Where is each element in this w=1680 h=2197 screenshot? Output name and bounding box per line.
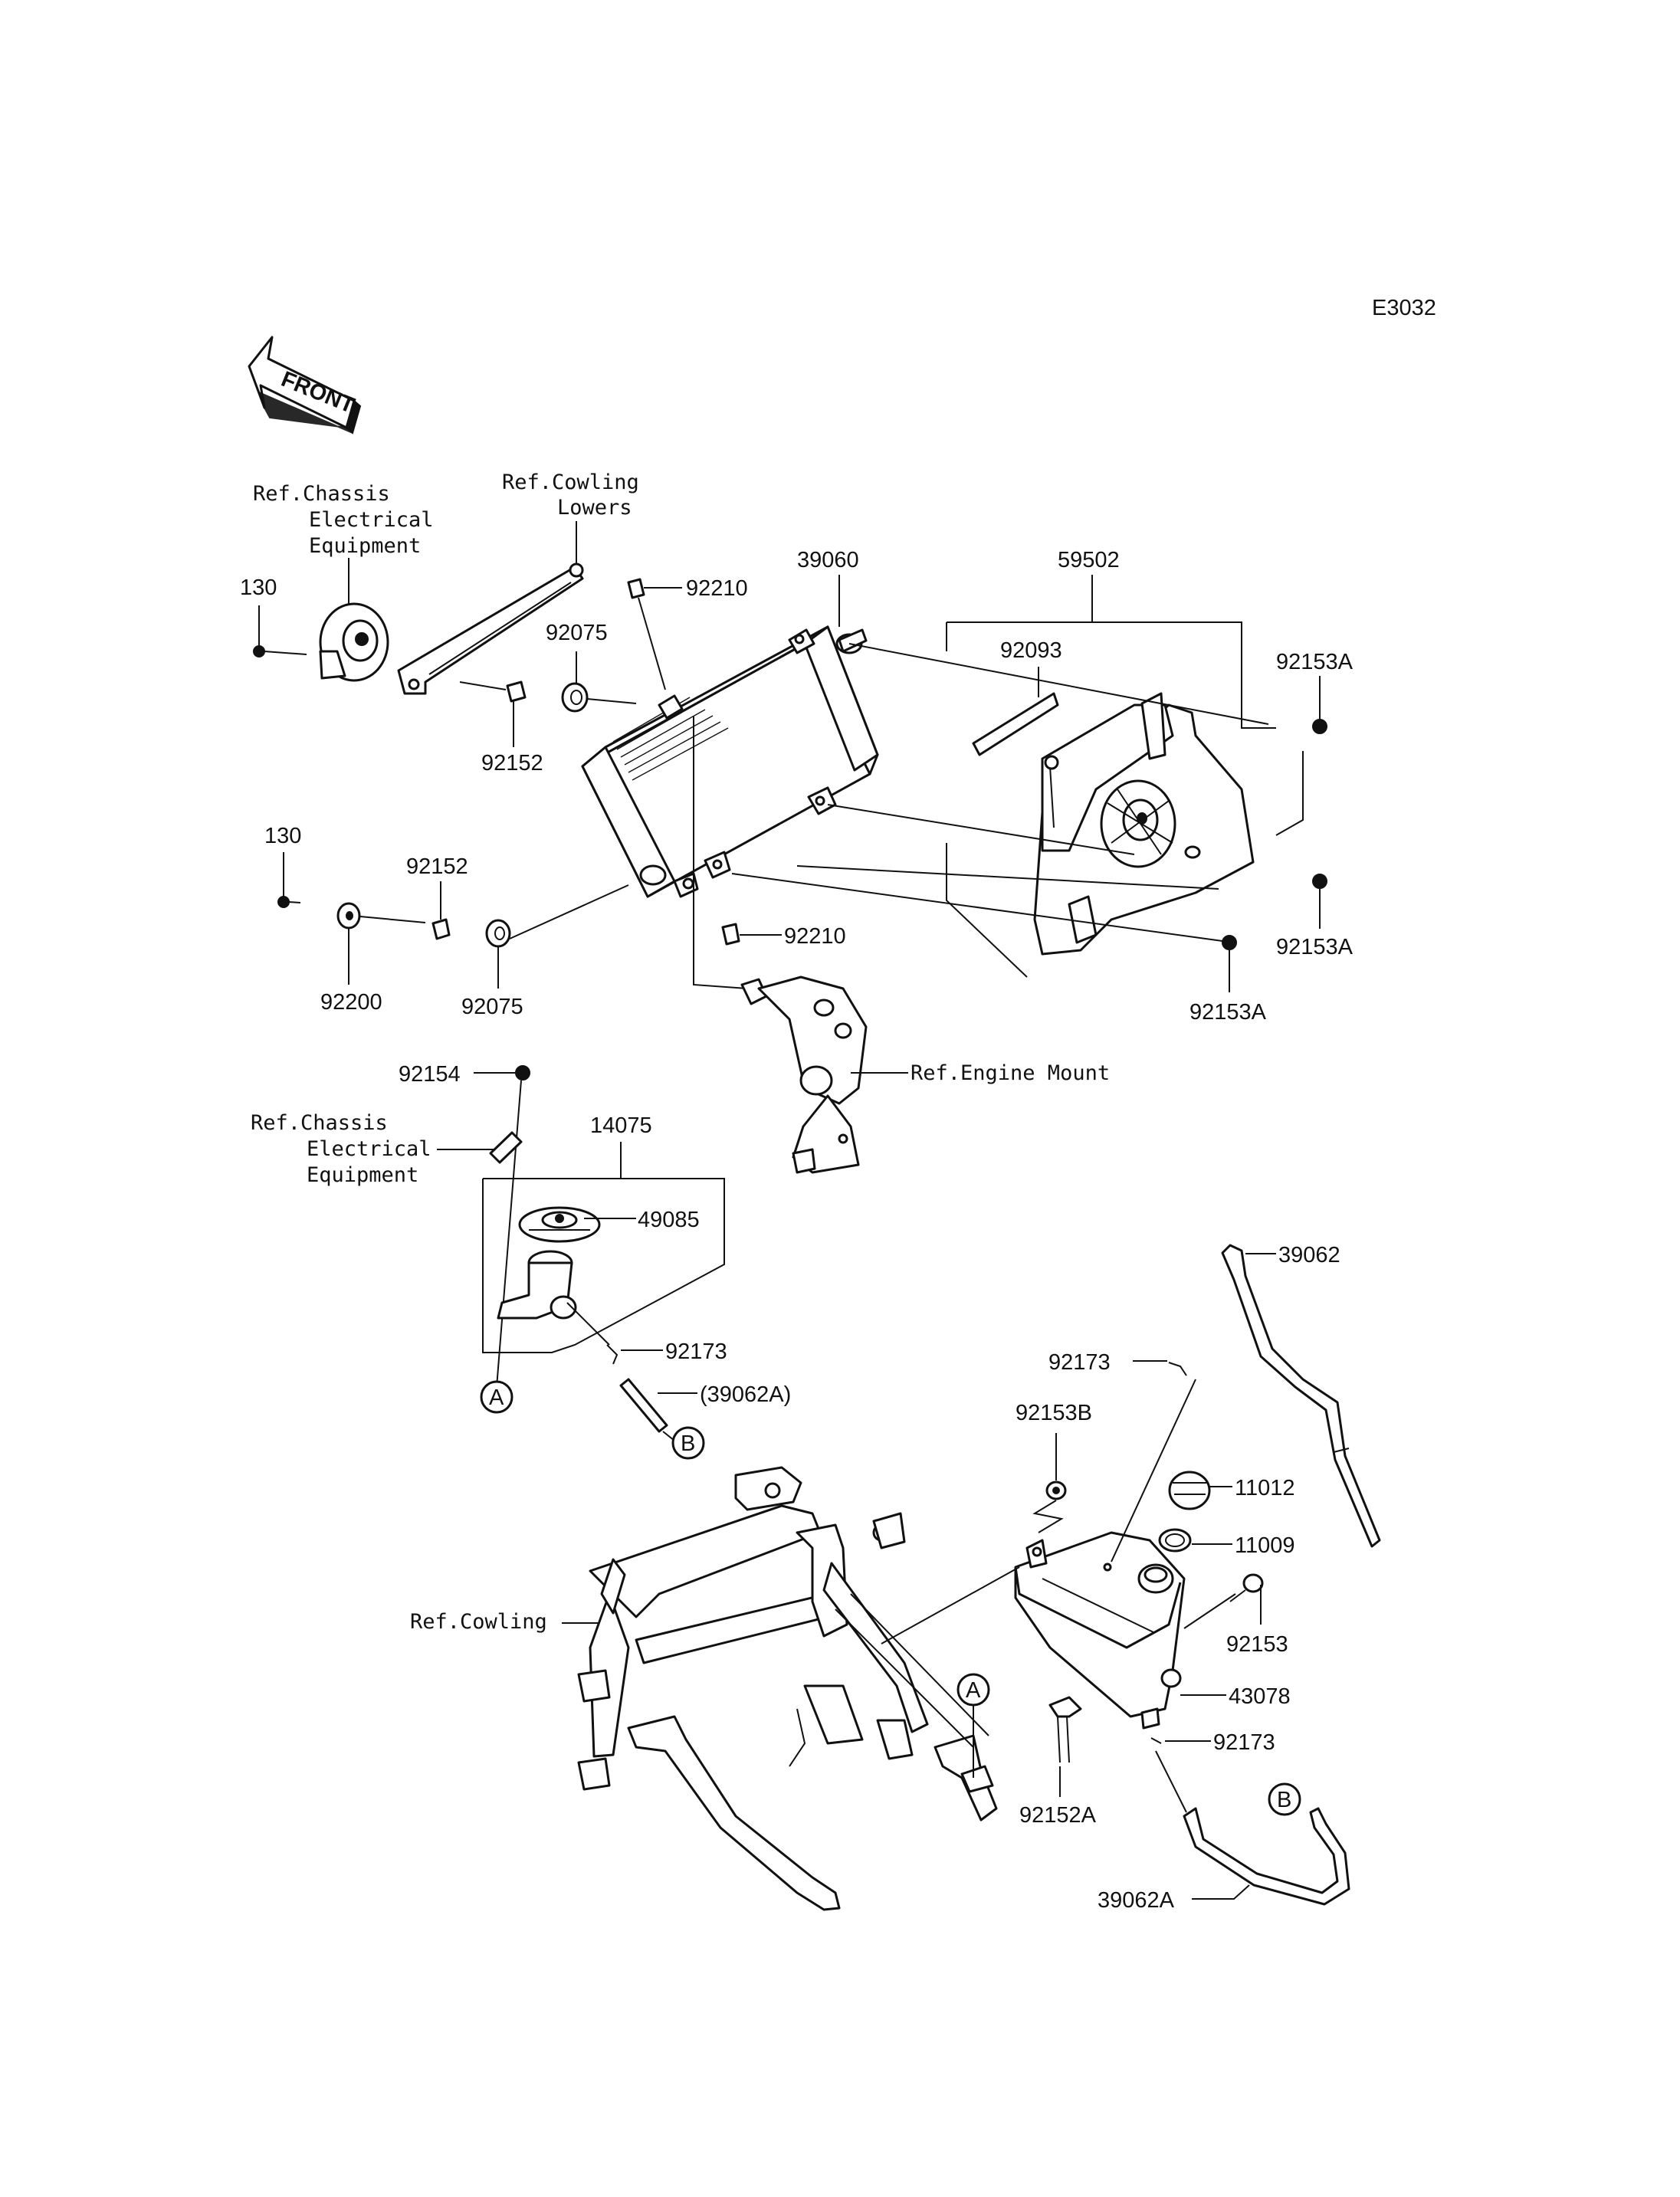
engine-mount-bracket (693, 716, 908, 1174)
ref-cowling: Ref.Cowling (410, 1610, 547, 1634)
svg-text:B: B (1277, 1788, 1291, 1812)
hose-39062 (1221, 1244, 1381, 1548)
bolt-92153B (1045, 1433, 1067, 1500)
cowling-stay (397, 562, 584, 695)
part-92154: 92154 (399, 1062, 461, 1087)
fan-shroud (1033, 692, 1255, 956)
part-92153A-1: 92153A (1276, 650, 1354, 674)
svg-text:A: A (966, 1678, 981, 1703)
front-arrow-icon: FRONT (248, 336, 362, 434)
filler-neck (497, 1250, 610, 1346)
clamp-92173-3 (1150, 1737, 1211, 1813)
part-92173-2: 92173 (1048, 1350, 1111, 1375)
part-11012: 11012 (1235, 1476, 1295, 1500)
connector-a-left: A (480, 1380, 514, 1414)
clip-nut-92210-top (627, 578, 682, 690)
part-92075-top: 92075 (546, 621, 608, 645)
ref-engine-mount: Ref.Engine Mount (911, 1061, 1110, 1085)
diagram-code: E3032 (1372, 296, 1436, 320)
washer-92200 (336, 902, 426, 985)
collar-92152-top (459, 680, 527, 747)
part-92152A: 92152A (1019, 1803, 1097, 1828)
ref-chassis-top-line1: Ref.Chassis (253, 482, 390, 506)
part-92075-bot: 92075 (461, 995, 523, 1019)
bolt-130-top (253, 605, 307, 657)
part-130-mid: 130 (264, 824, 301, 848)
grommet-92075-top (561, 651, 637, 713)
ref-cowling-lowers-line2: Lowers (557, 496, 632, 520)
horn (319, 602, 389, 682)
stay-92093 (972, 667, 1059, 756)
ref-chassis-electrical-top: Ref.Chassis Electrical Equipment (253, 482, 434, 644)
ref-chassis-electrical-mid: Ref.Chassis Electrical Equipment (251, 1111, 523, 1187)
part-92153A-3: 92153A (1189, 1000, 1267, 1025)
ref-cowling-lowers: Ref.Cowling Lowers (502, 471, 639, 567)
connector-b-left: B (671, 1426, 705, 1460)
reserve-tank-43078 (1014, 1531, 1226, 1730)
radiator-cap-49085 (518, 1206, 636, 1243)
bolt-92153A-2 (1312, 874, 1327, 929)
part-11009: 11009 (1235, 1533, 1295, 1558)
collar-92152A (1048, 1696, 1082, 1797)
filler-neck-bracket (482, 1142, 725, 1353)
cowling-subframe (577, 1466, 998, 1911)
part-92152-mid: 92152 (406, 854, 468, 879)
ref-chassis-mid-line3: Equipment (307, 1163, 418, 1187)
part-39060: 39060 (797, 548, 859, 572)
clamp-92173-1 (606, 1344, 663, 1365)
part-92210-bot: 92210 (784, 924, 846, 949)
part-92153: 92153 (1226, 1632, 1288, 1657)
part-130-top: 130 (240, 575, 277, 600)
part-39062: 39062 (1278, 1243, 1340, 1267)
bolt-92154 (474, 1065, 530, 1388)
radiator (581, 625, 879, 898)
ref-chassis-top-line3: Equipment (309, 534, 421, 558)
collar-92152-mid (431, 881, 451, 940)
part-92173-3: 92173 (1213, 1730, 1275, 1755)
hose-39062A (1183, 1807, 1350, 1906)
ref-chassis-top-line2: Electrical (309, 508, 434, 532)
ref-cowling-lowers-line1: Ref.Cowling (502, 471, 639, 494)
bolt-92153A-1 (1312, 676, 1327, 734)
part-92153B: 92153B (1016, 1401, 1092, 1425)
ref-chassis-mid-line2: Electrical (307, 1137, 431, 1161)
seal-11009 (1158, 1528, 1232, 1553)
part-92173-1: 92173 (665, 1340, 727, 1364)
connector-b-right: B (1268, 1782, 1301, 1816)
part-92153A-2: 92153A (1276, 935, 1354, 959)
svg-text:A: A (489, 1385, 504, 1410)
part-59502: 59502 (1058, 548, 1120, 572)
grommet-92075-bot (485, 884, 629, 989)
part-92210-top: 92210 (686, 576, 748, 601)
ref-chassis-mid-line1: Ref.Chassis (251, 1111, 388, 1135)
svg-text:B: B (681, 1431, 695, 1456)
part-92200: 92200 (320, 990, 382, 1015)
part-39062A: 39062A (1098, 1888, 1175, 1913)
clamp-92173-2 (1111, 1360, 1196, 1562)
part-92093: 92093 (1000, 638, 1062, 663)
part-39062A-ref: (39062A) (700, 1382, 791, 1407)
bolt-130-mid (277, 852, 301, 908)
fan-assembly-bracket (946, 575, 1304, 978)
bolt-92153A-3 (1222, 935, 1237, 992)
part-49085: 49085 (638, 1208, 700, 1232)
part-14075: 14075 (590, 1113, 652, 1138)
connector-a-right: A (956, 1673, 990, 1778)
clip-nut-92210-bot (721, 923, 782, 946)
part-92152-top: 92152 (481, 751, 543, 776)
cap-11012 (1168, 1471, 1232, 1510)
bolt-92153 (1183, 1573, 1264, 1629)
part-43078: 43078 (1229, 1684, 1291, 1709)
